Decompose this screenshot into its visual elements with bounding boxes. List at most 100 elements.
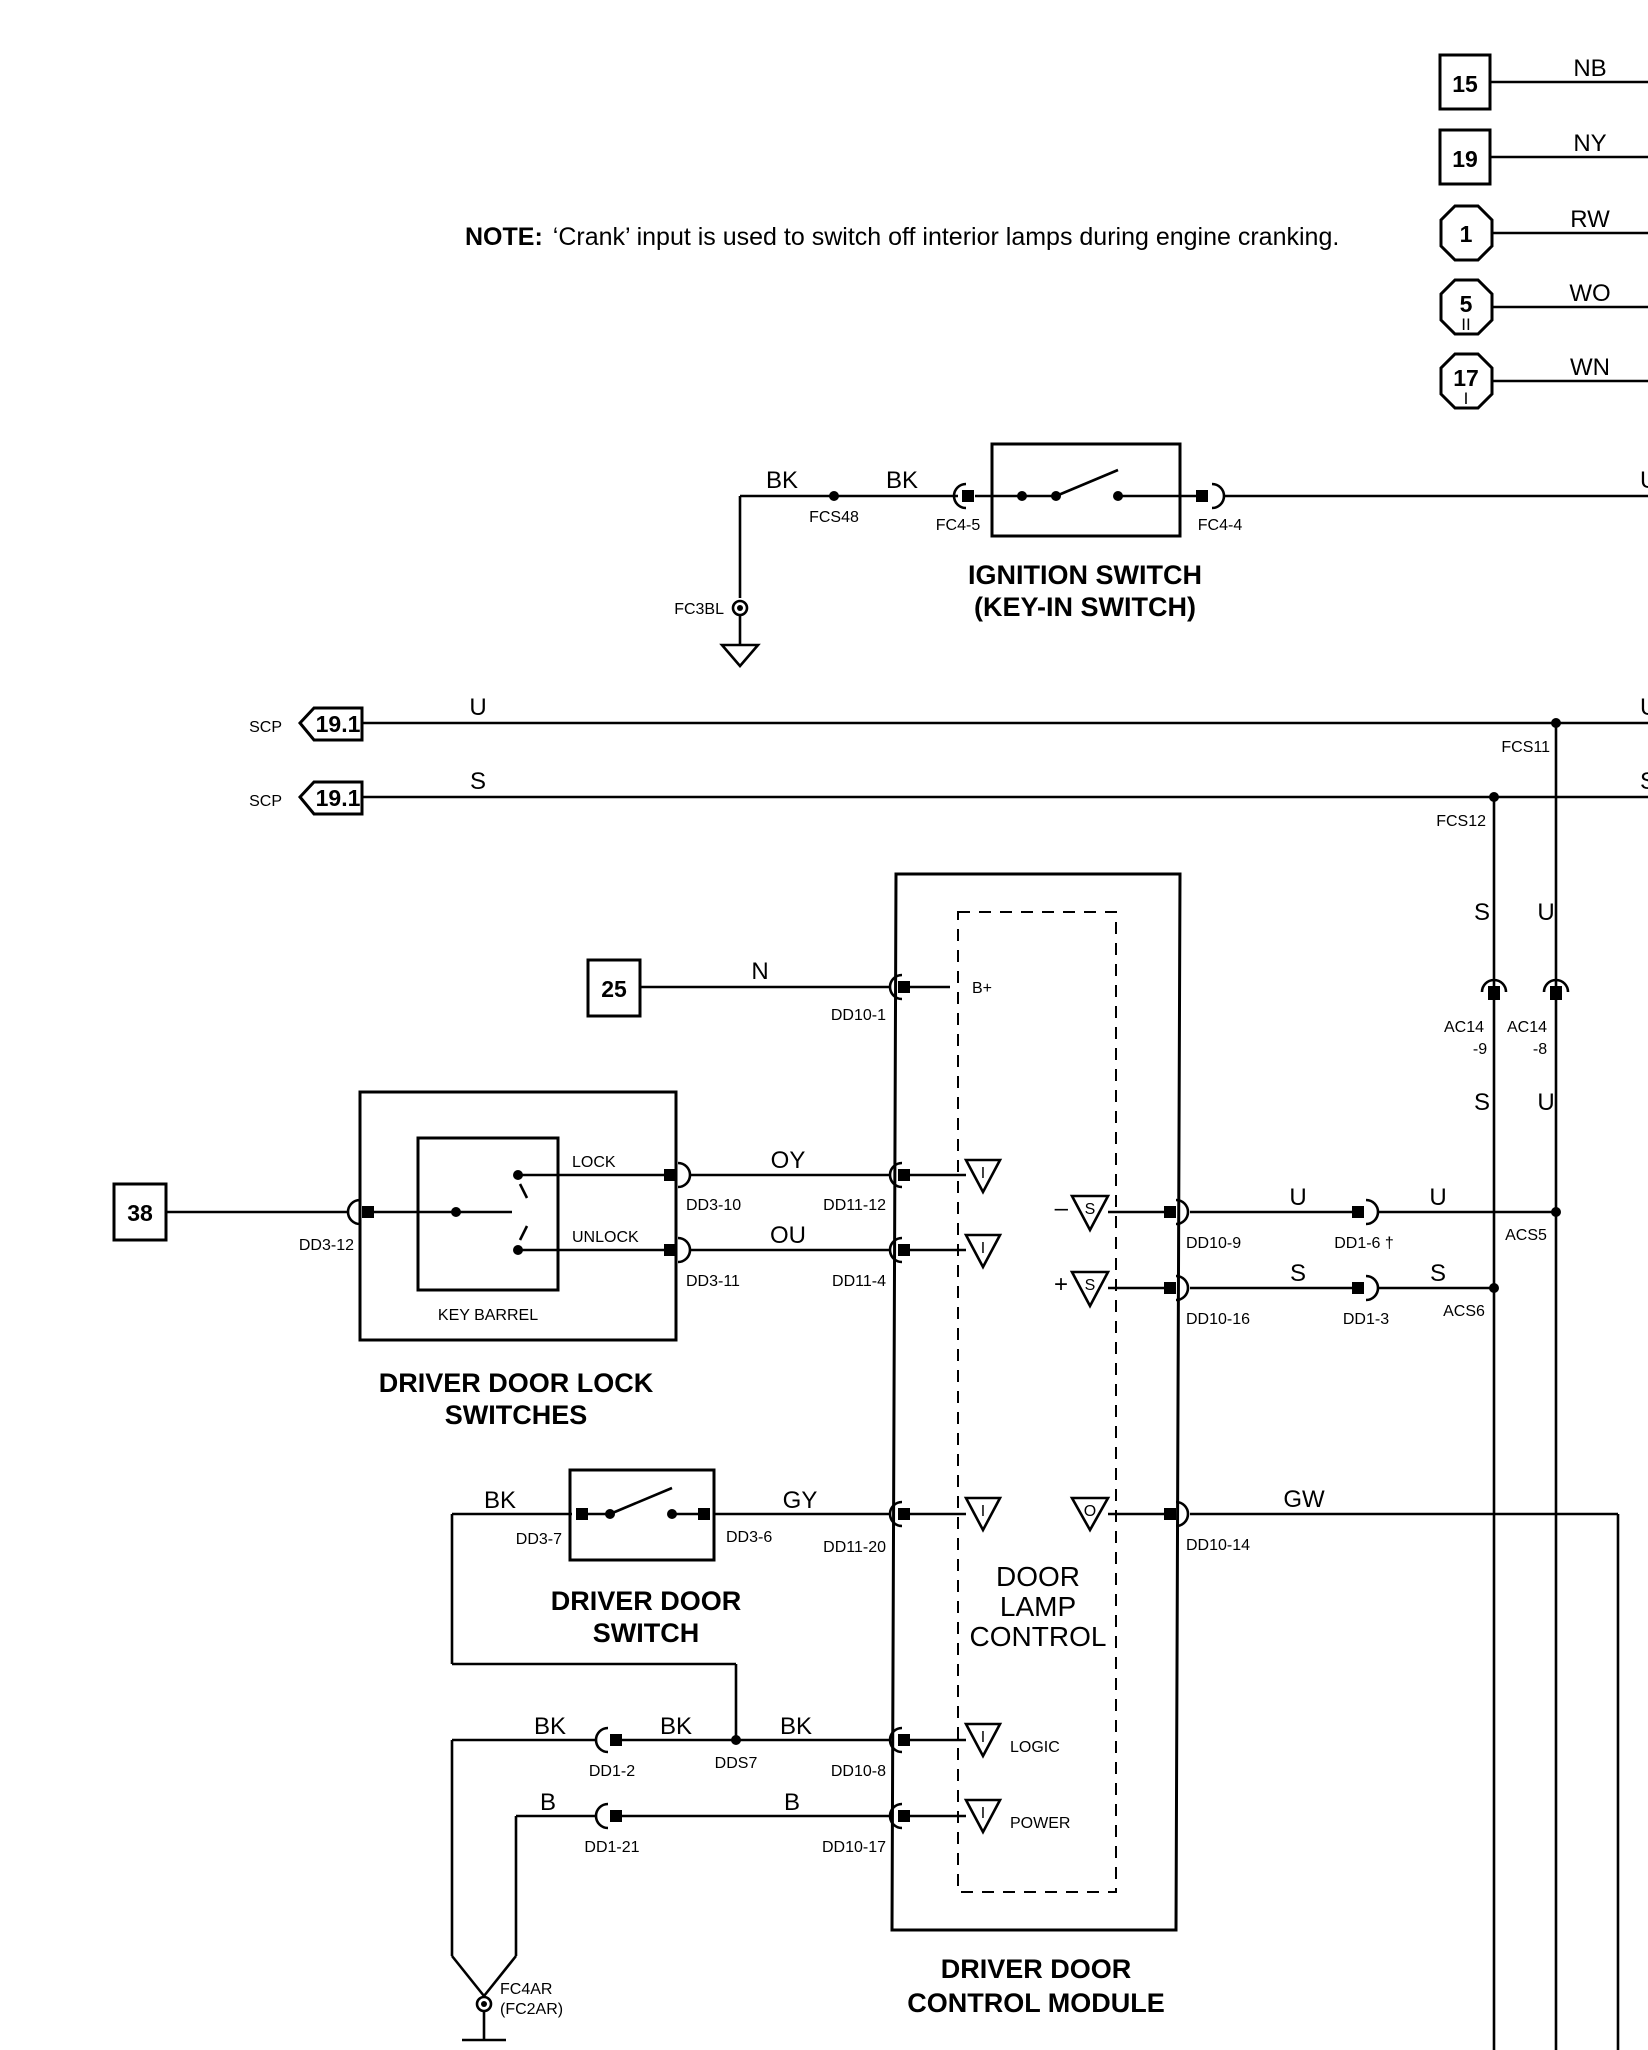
connector-dd10-1 bbox=[888, 973, 903, 1001]
driver-door-switch: BK DD3-7 DD3-6 GY DRIVER DOOR SWITCH bbox=[450, 1468, 890, 1740]
pin-block-dd10-16 bbox=[1164, 1282, 1176, 1294]
scp-minus: – bbox=[1055, 1195, 1069, 1222]
pin-block-dd3-11 bbox=[664, 1244, 676, 1256]
label-lock: LOCK bbox=[572, 1154, 616, 1171]
connector-dd10-8 bbox=[888, 1726, 903, 1754]
pin-dd10-8: DD10-8 bbox=[831, 1763, 886, 1780]
connector-dd1-21 bbox=[594, 1802, 609, 1830]
pin-ac14-9-a: AC14 bbox=[1444, 1019, 1484, 1036]
ground-fc3bl: FC3BL bbox=[674, 599, 761, 668]
pin-fcs11: FCS11 bbox=[1501, 739, 1550, 756]
sw-blade bbox=[1055, 468, 1119, 498]
pin-acs5: ACS5 bbox=[1505, 1227, 1547, 1244]
connector-dd10-9 bbox=[1175, 1198, 1190, 1226]
wire-label-gw: GW bbox=[1283, 1486, 1325, 1513]
pin-fc4-5: FC4-5 bbox=[936, 517, 981, 534]
wire-label-scp-s: S bbox=[470, 768, 486, 795]
ground-icon bbox=[719, 643, 761, 668]
wire-label-ign-bk2: BK bbox=[886, 467, 918, 494]
wire-label-wo: WO bbox=[1569, 280, 1610, 307]
wire-label-bk3: BK bbox=[780, 1713, 812, 1740]
pin-dd1-21: DD1-21 bbox=[584, 1839, 639, 1856]
ref-25-label: 25 bbox=[601, 976, 627, 1002]
pin-fcs12: FCS12 bbox=[1436, 813, 1486, 830]
connector-fc4-4 bbox=[1211, 482, 1226, 510]
ref-15-label: 15 bbox=[1452, 71, 1478, 97]
pin-dd11-20: DD11-20 bbox=[823, 1539, 886, 1556]
driver-door-control-module: DOOR LAMP CONTROL DRIVER DOOR CONTROL MO… bbox=[890, 872, 1182, 2018]
pin-ac14-8-a: AC14 bbox=[1507, 1019, 1547, 1036]
ref-octagon-1[interactable] bbox=[1439, 204, 1494, 262]
door-lamp-control-box bbox=[957, 911, 1117, 1893]
ref-19-1-a-label: 19.1 bbox=[316, 711, 361, 737]
ref-octagon-5[interactable] bbox=[1439, 278, 1494, 336]
ground-merge-right bbox=[482, 1955, 518, 1997]
connector-dd10-14 bbox=[1175, 1500, 1190, 1528]
pin-dd1-3: DD1-3 bbox=[1343, 1311, 1389, 1328]
pin-fc4ar: FC4AR bbox=[500, 1981, 552, 1998]
ground-merge-left bbox=[450, 1955, 486, 1997]
key-barrel-box[interactable] bbox=[416, 1136, 560, 1292]
pin-dd10-16: DD10-16 bbox=[1186, 1311, 1250, 1328]
connector-dd11-20 bbox=[888, 1500, 903, 1528]
pin-acs6: ACS6 bbox=[1443, 1303, 1485, 1320]
wire-label-scp-u-right: U bbox=[1640, 694, 1648, 721]
scp-bus-group: SCP 19.1 U U FCS11 SCP 19.1 S S FCS12 bbox=[249, 694, 1648, 830]
module-lock-inputs: DD11-12 I DD11-4 I bbox=[823, 1158, 1003, 1290]
scp-triangle-minus bbox=[1069, 1194, 1111, 1233]
output-triangle-gw bbox=[1069, 1496, 1111, 1533]
wire-label-scp-u: U bbox=[469, 694, 486, 721]
input-sym-door: I bbox=[981, 1503, 985, 1520]
input-sym-logic: I bbox=[981, 1729, 985, 1746]
pin-fcs48: FCS48 bbox=[809, 509, 859, 526]
wire-label-bk2: BK bbox=[660, 1713, 692, 1740]
splice-dds7 bbox=[731, 1735, 741, 1745]
ref-5-label: 5 bbox=[1460, 291, 1473, 317]
dlc-text-3: CONTROL bbox=[970, 1621, 1107, 1652]
ref-17-sub: I bbox=[1464, 389, 1469, 408]
pin-ac14-9-b: -9 bbox=[1473, 1041, 1487, 1058]
ignition-switch-box[interactable] bbox=[990, 442, 1182, 538]
scp-label-b: SCP bbox=[249, 793, 282, 810]
ref-38-label: 38 bbox=[127, 1200, 153, 1226]
input-triangle-door bbox=[963, 1496, 1003, 1533]
ref-1-group: 1 RW bbox=[1439, 204, 1648, 262]
pin-block-fc4-5 bbox=[962, 490, 974, 502]
wire-label-oy: OY bbox=[771, 1147, 806, 1174]
connector-dd3-11 bbox=[677, 1236, 692, 1264]
ref-5-group: 5 II WO bbox=[1439, 278, 1648, 336]
connector-dd3-12 bbox=[346, 1198, 361, 1226]
pin-ac14-8-b: -8 bbox=[1533, 1041, 1547, 1058]
dcm-outer-box[interactable] bbox=[890, 872, 1182, 1932]
ignition-title-2: (KEY-IN SWITCH) bbox=[974, 592, 1196, 622]
wire-label-s1: S bbox=[1290, 1260, 1306, 1287]
ground-eyelet-fc4ar-center bbox=[481, 2001, 487, 2007]
pin-block-ac14-8 bbox=[1550, 986, 1562, 1000]
key-barrel-pivot bbox=[451, 1207, 461, 1217]
wire-label-s-vmid: S bbox=[1474, 1089, 1490, 1116]
connector-dd1-6 bbox=[1365, 1198, 1380, 1226]
pin-dd10-17: DD10-17 bbox=[822, 1839, 886, 1856]
pin-block-dd10-8 bbox=[898, 1734, 910, 1746]
door-sw-blade bbox=[609, 1486, 673, 1516]
wire-label-ou: OU bbox=[770, 1222, 806, 1249]
module-ground-feeds: BK DD1-2 BK BK DDS7 DD10-8 I LOGIC B DD1… bbox=[450, 1713, 1070, 2042]
ref-octagon-17[interactable] bbox=[1439, 352, 1494, 410]
pin-dd3-7: DD3-7 bbox=[516, 1531, 562, 1548]
pin-block-dd10-9 bbox=[1164, 1206, 1176, 1218]
pin-dd11-4: DD11-4 bbox=[832, 1273, 886, 1290]
connector-dd11-4 bbox=[888, 1236, 903, 1264]
pin-dd3-12: DD3-12 bbox=[299, 1237, 354, 1254]
wire-label-ign-bk1: BK bbox=[766, 467, 798, 494]
connector-fc4-5 bbox=[952, 482, 967, 510]
ref-19-group: 19 NY bbox=[1438, 128, 1648, 186]
ref-5-sub: II bbox=[1461, 315, 1470, 334]
scp-triangle-plus bbox=[1069, 1270, 1111, 1309]
pin-dd1-6: DD1-6 † bbox=[1334, 1235, 1394, 1252]
connector-dd10-16 bbox=[1175, 1274, 1190, 1302]
connector-dd3-10 bbox=[677, 1161, 692, 1189]
input-sym-unlock: I bbox=[981, 1240, 985, 1257]
dlc-text-2: LAMP bbox=[1000, 1591, 1076, 1622]
pin-block-dd10-14 bbox=[1164, 1508, 1176, 1520]
